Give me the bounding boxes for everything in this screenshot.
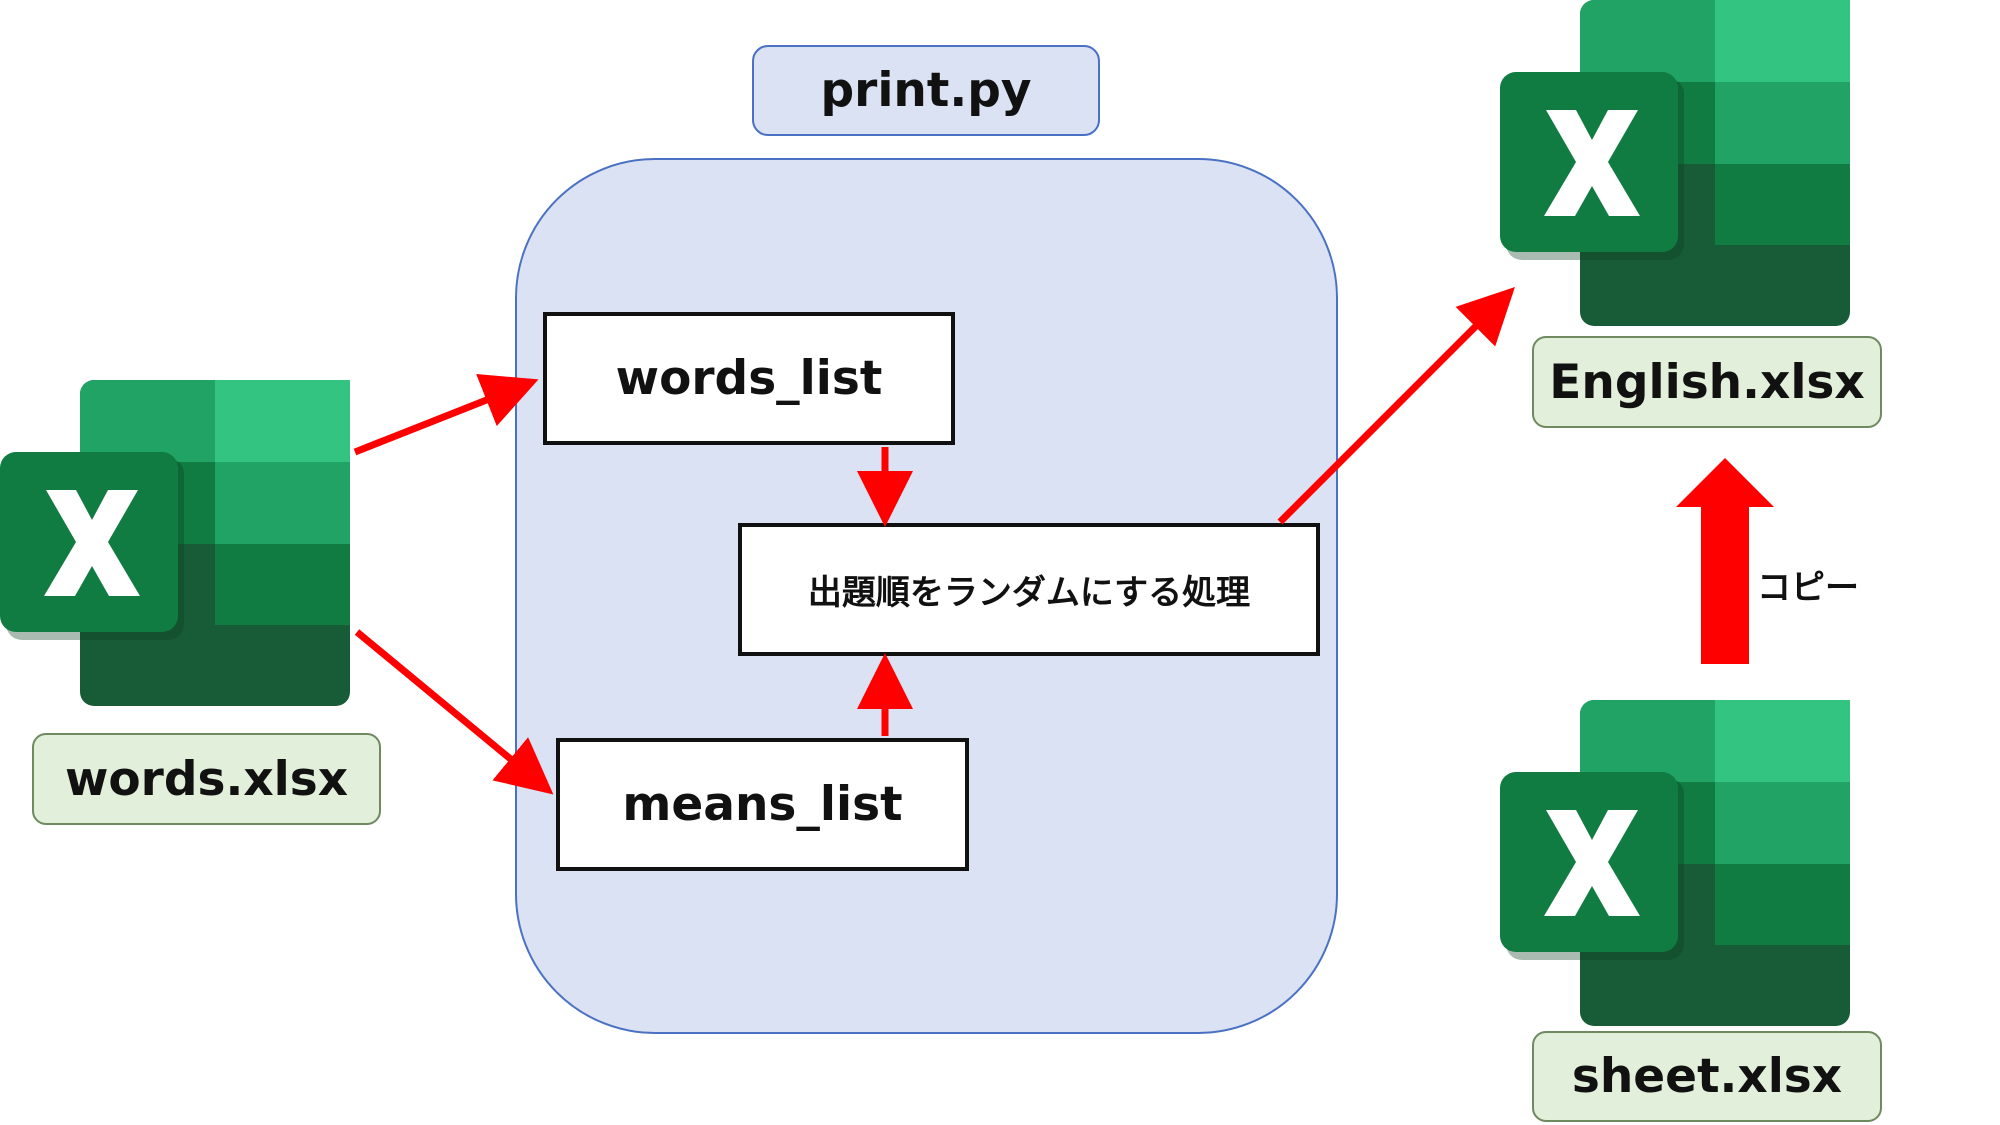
words-list-box: words_list [543, 312, 955, 445]
means-list-box: means_list [556, 738, 969, 871]
template-file-label: sheet.xlsx [1532, 1031, 1882, 1122]
copy-label: コピー [1757, 567, 1859, 608]
input-file-label: words.xlsx [32, 733, 381, 825]
copy-arrow [1676, 458, 1774, 664]
output-file-label: English.xlsx [1532, 336, 1882, 428]
shuffle-process-box: 出題順をランダムにする処理 [738, 523, 1320, 656]
excel-icon-input [0, 380, 350, 706]
arrow-to-means-list [354, 629, 554, 795]
arrow-to-english [1277, 287, 1515, 525]
excel-icon-output [1500, 0, 1850, 326]
arrow-to-words-list [353, 373, 539, 456]
script-title: print.py [752, 45, 1100, 136]
excel-icon-template [1500, 700, 1850, 1026]
